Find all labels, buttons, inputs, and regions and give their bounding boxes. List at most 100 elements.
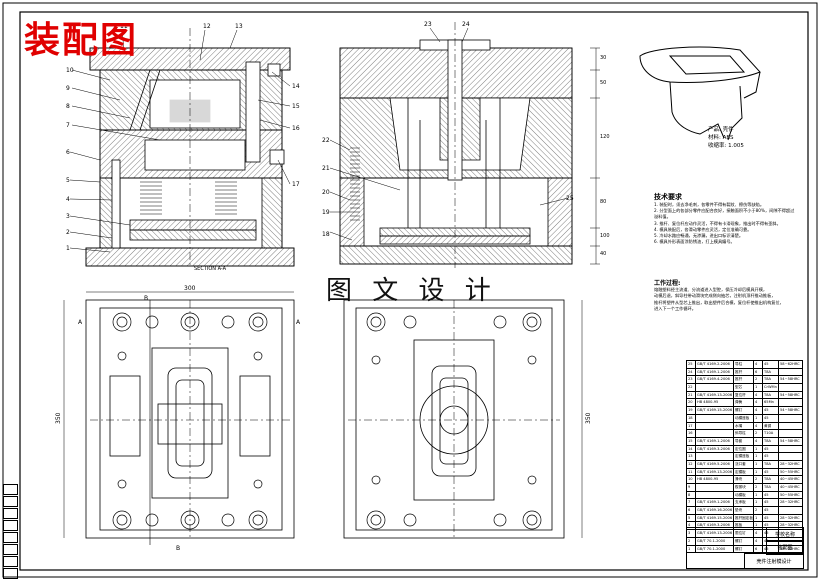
table-cell: 水嘴 [733, 421, 754, 431]
table-cell [778, 444, 803, 454]
table-cell: 40~45HRC [778, 483, 803, 492]
table-cell: 复位杆 [733, 390, 754, 400]
work-line: 进入下一个工作循环。 [654, 305, 696, 311]
callout-15: 15 [292, 103, 300, 110]
table-cell: 型芯 [733, 383, 754, 392]
overlay-title: 装配图 [24, 19, 139, 61]
dim-stack-label: 120 [600, 134, 610, 140]
table-cell: HB 4800-95 [695, 475, 734, 484]
callout-25: 25 [566, 195, 574, 202]
table-cell: 23 [686, 375, 696, 385]
title-block: 学校名称 装配图 壳件注射模设计 [686, 527, 804, 569]
view-marker-b-bottom: B [176, 545, 180, 552]
plan-view-left [63, 291, 295, 545]
table-cell: 13 [686, 452, 696, 461]
dim-stack-label: 30 [600, 55, 606, 61]
right-dimension-stack [590, 47, 600, 265]
table-cell: T8A [762, 436, 779, 446]
callout-10: 10 [66, 67, 74, 74]
table-cell: 6 [753, 367, 763, 377]
table-cell: 1 [753, 490, 763, 500]
table-cell: 1 [753, 452, 763, 461]
tech-line: 6. 模具外形表面涂防锈油，打上模具编号。 [654, 239, 735, 245]
tech-requirements: 1. 装配时，须去净毛刺，各零件不得有裂纹、擦伤等缺陷。 2. 分型面上的各部分… [654, 202, 796, 245]
table-cell: 1 [753, 513, 763, 523]
table-cell: 垫块 [733, 506, 754, 515]
work-process: 熔融塑料经主流道、分流道进入型腔，保压冷却后模具开模， 动模后退，斜导柱带动滑块… [654, 287, 800, 312]
table-cell [778, 429, 803, 438]
callout-13: 13 [235, 23, 243, 30]
view-marker-a-left: A [78, 319, 83, 326]
table-cell [695, 413, 734, 423]
table-cell: 滑块 [733, 475, 754, 484]
dim-width-top: 300 [184, 285, 196, 292]
table-cell: 楔紧块 [733, 483, 754, 492]
work-line: 熔融塑料经主流道、分流道进入型腔，保压冷却后模具开模， [654, 287, 768, 292]
table-cell [778, 367, 803, 377]
callout-19: 19 [322, 209, 330, 216]
table-cell: 动模板 [733, 490, 754, 500]
part-shrinkage: 收缩率: 1.005 [708, 143, 744, 149]
table-cell: 50~55HRC [778, 467, 803, 477]
table-cell: 18 [686, 413, 696, 423]
table-cell: 1 [753, 413, 763, 423]
table-cell: 65Mn [762, 398, 779, 408]
table-cell: 45 [762, 498, 779, 508]
table-cell: 11 [686, 467, 696, 477]
table-cell: 54~58HRC [778, 436, 803, 446]
dim-stack-label: 50 [600, 80, 606, 86]
table-cell: 弹簧 [733, 398, 754, 408]
tech-line: 3. 推杆、复位杆应动作灵活，不得有卡滞现象，推出时不得有歪斜。 [654, 220, 781, 226]
dim-stack-label: 40 [600, 251, 606, 257]
tech-line: 5. 冷却水路应畅通，无渗漏，进出口标识清楚。 [654, 233, 744, 239]
table-cell: 定位圈 [733, 444, 754, 454]
table-cell: 2 [753, 483, 763, 492]
dim-stack-label: 100 [600, 233, 610, 239]
table-cell: 斜导柱 [733, 429, 754, 438]
table-cell: 28~32HRC [778, 498, 803, 508]
table-cell: GB/T 4169.1-2006 [695, 367, 734, 377]
tech-line: 1. 装配时，须去净毛刺，各零件不得有裂纹、擦伤等缺陷。 [654, 202, 765, 207]
table-cell: 45 [762, 513, 779, 523]
callout-2: 2 [66, 229, 70, 236]
table-cell: 45 [762, 452, 779, 461]
table-cell: 58~62HRC [778, 360, 803, 369]
callout-9: 9 [66, 85, 70, 92]
table-cell: GB/T 4169.2-2006 [695, 360, 734, 369]
table-cell: 12 [686, 459, 696, 469]
table-cell [778, 383, 803, 392]
table-cell: 导套 [733, 436, 754, 446]
table-cell: 2 [753, 475, 763, 484]
title-school: 学校名称 [766, 527, 804, 542]
table-cell [695, 429, 734, 438]
dim-height-left: 350 [55, 412, 62, 424]
dim-height-right: 350 [585, 412, 592, 424]
tech-line: 4. 模具装配后，各滑动零件应灵活，定位准确可靠。 [654, 226, 752, 232]
table-cell [695, 490, 734, 500]
callout-1: 1 [66, 245, 70, 252]
table-cell: 40~45HRC [778, 475, 803, 484]
table-cell: 推杆 [733, 367, 754, 377]
work-process-title: 工作过程: [654, 280, 681, 287]
section-label: SECTION A-A [194, 266, 227, 272]
table-cell: 推杆固定板 [733, 513, 754, 523]
table-cell: 21 [686, 390, 696, 400]
table-cell [778, 413, 803, 423]
